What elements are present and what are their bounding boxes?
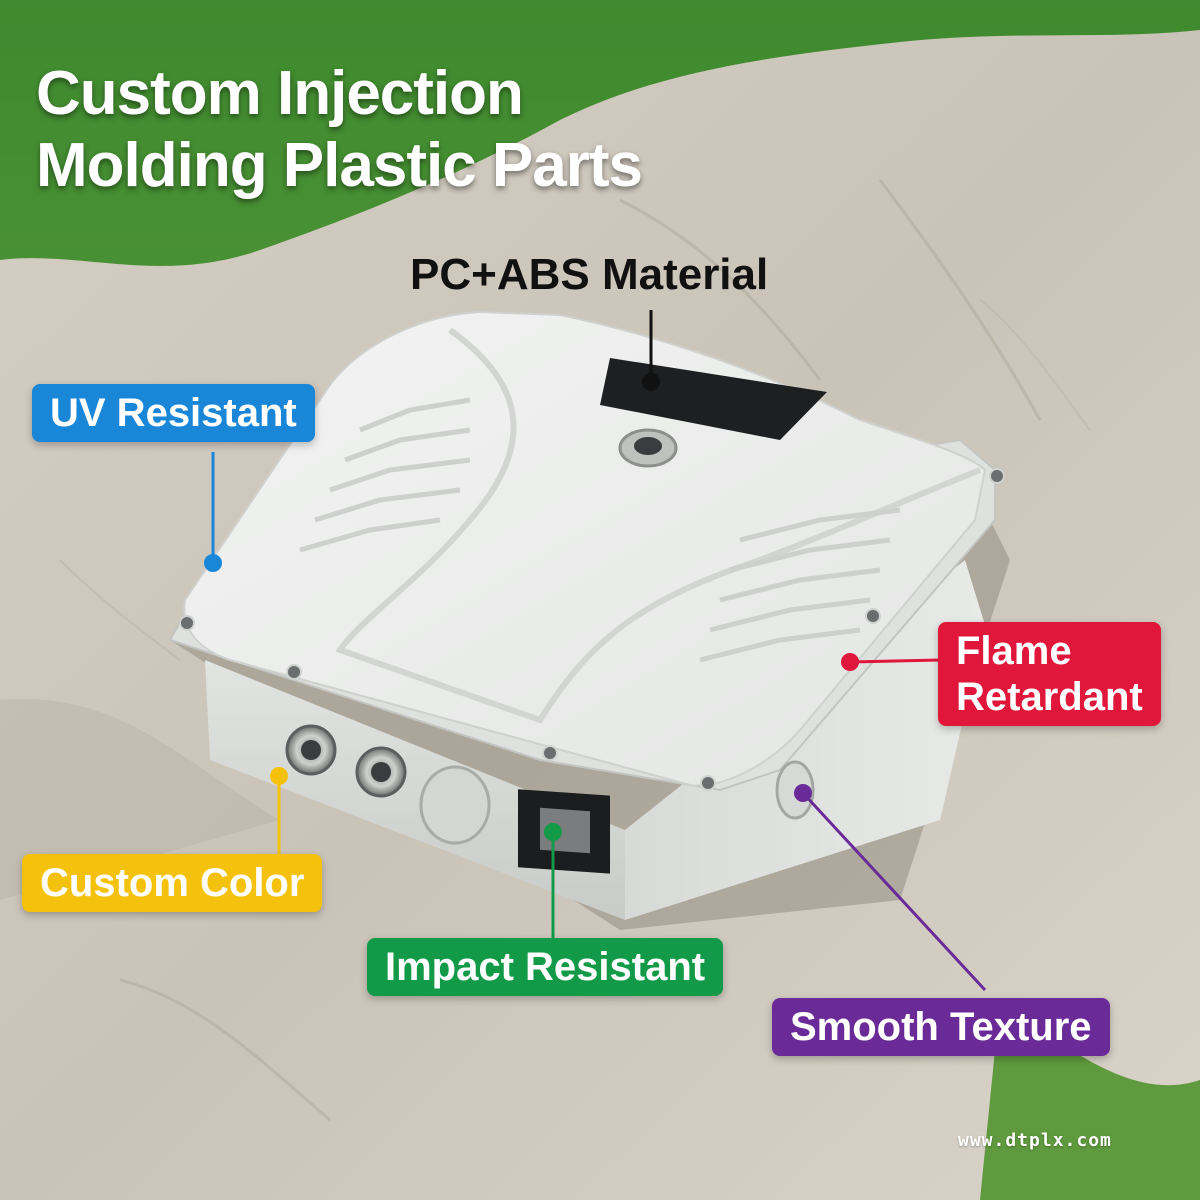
title-line-1: Custom Injection — [36, 59, 524, 128]
flame-retardant-text-line-1: Flame — [956, 629, 1072, 673]
flame-retardant-badge: Flame Retardant — [938, 622, 1161, 726]
title-line-2: Molding Plastic Parts — [36, 131, 643, 200]
uv-resistant-text: UV Resistant — [50, 391, 297, 435]
callout-lines — [204, 310, 987, 992]
front-ports — [285, 724, 815, 874]
enclosure-box — [168, 310, 1005, 920]
material-label: PC+ABS Material — [410, 250, 769, 299]
left-ribs — [299, 397, 471, 553]
flame-retardant-text-line-2: Retardant — [956, 675, 1143, 719]
smooth-texture-text: Smooth Texture — [790, 1005, 1092, 1049]
power-button — [618, 428, 678, 468]
impact-resistant-text: Impact Resistant — [385, 945, 706, 989]
impact-resistant-badge: Impact Resistant — [367, 938, 724, 996]
right-ribs — [699, 507, 901, 663]
uv-resistant-badge: UV Resistant — [32, 384, 315, 442]
watermark: www.dtplx.com — [958, 1130, 1112, 1151]
page-title: Custom Injection Molding Plastic Parts — [36, 58, 643, 202]
screws — [179, 468, 1005, 791]
smooth-texture-badge: Smooth Texture — [772, 998, 1110, 1056]
custom-color-badge: Custom Color — [22, 854, 323, 912]
custom-color-text: Custom Color — [40, 861, 305, 905]
